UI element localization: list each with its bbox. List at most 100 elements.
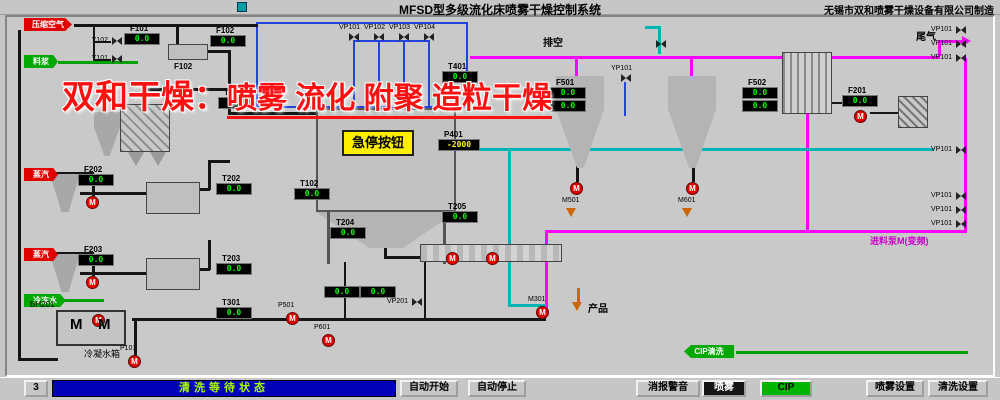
pipe xyxy=(624,82,626,116)
text-label: 冷凝水箱 xyxy=(84,349,121,359)
heat-exchanger xyxy=(146,182,200,214)
pump-m[interactable]: M xyxy=(86,196,99,209)
text-label: M xyxy=(98,316,111,333)
pipe xyxy=(692,166,695,182)
pump-P501[interactable]: M xyxy=(286,312,299,325)
pipe xyxy=(92,255,95,279)
valve-label: VP101 xyxy=(930,26,952,33)
display-label: T101 xyxy=(224,88,243,97)
pump-m[interactable]: M xyxy=(854,110,867,123)
small-cyclone-vessel xyxy=(94,112,120,156)
button-自动停止[interactable]: 自动停止 xyxy=(468,380,526,397)
pump-m[interactable]: M xyxy=(86,276,99,289)
valve-Y102[interactable] xyxy=(112,37,122,45)
pipe xyxy=(208,160,230,163)
display-label: F501 xyxy=(556,78,575,87)
emergency-stop-button[interactable]: 急停按钮 xyxy=(342,130,414,156)
pipe xyxy=(545,232,548,308)
valve-label: VP103 xyxy=(389,24,411,31)
display-label: T401 xyxy=(448,62,467,71)
valve-VP101[interactable] xyxy=(349,33,359,41)
button-消报警音[interactable]: 消报警音 xyxy=(636,380,700,397)
valve-VP101[interactable] xyxy=(956,54,966,62)
valve-VP103[interactable] xyxy=(399,33,409,41)
display-label: F202 xyxy=(84,165,103,174)
valve-VP104[interactable] xyxy=(424,33,434,41)
button-清洗设置[interactable]: 清洗设置 xyxy=(928,380,988,397)
valve-VP101[interactable] xyxy=(956,220,966,228)
display-label: F201 xyxy=(848,86,867,95)
pump-m[interactable]: M xyxy=(486,252,499,265)
pipe xyxy=(144,88,147,104)
pump-M501[interactable]: M xyxy=(570,182,583,195)
pipe xyxy=(832,102,842,104)
display-label: T205 xyxy=(448,202,467,211)
button-喷雾设置[interactable]: 喷雾设置 xyxy=(866,380,924,397)
text-label: 尾气 xyxy=(916,32,936,43)
valve-Y101[interactable] xyxy=(112,55,122,63)
pipe xyxy=(144,88,230,91)
pump-m[interactable]: M xyxy=(92,314,105,327)
valve-VP101[interactable] xyxy=(956,26,966,34)
display-value: 0.0 xyxy=(550,100,586,112)
valve-VP101[interactable] xyxy=(956,40,966,48)
pipe xyxy=(378,40,380,106)
text-label: BH201 xyxy=(30,300,55,309)
pipe xyxy=(18,30,21,360)
flow-arrow xyxy=(566,208,576,217)
button-自动开始[interactable]: 自动开始 xyxy=(400,380,458,397)
pump-M601[interactable]: M xyxy=(686,182,699,195)
pump-m[interactable]: M xyxy=(446,252,459,265)
pump-label: M301 xyxy=(528,296,546,303)
display-label: F102 xyxy=(216,26,235,35)
display-T205: 0.0 xyxy=(442,211,478,223)
display-label: T204 xyxy=(336,218,355,227)
pump-M301[interactable]: M xyxy=(536,306,549,319)
valve-YP101[interactable] xyxy=(621,74,631,82)
pump-P101[interactable]: M xyxy=(128,355,141,368)
button-CIP[interactable]: CIP xyxy=(760,380,812,397)
valve-VP101[interactable] xyxy=(956,206,966,214)
display-label: F502 xyxy=(748,78,767,87)
text-label: 进料泵M(变频) xyxy=(870,236,929,246)
pipe xyxy=(95,59,111,61)
pipe xyxy=(424,262,426,318)
text-label: M xyxy=(70,316,83,333)
text-label: F102 xyxy=(174,62,193,71)
pipe-tag: 冷冻水 xyxy=(24,294,66,307)
pipe xyxy=(95,41,111,43)
valve-label: Y102 xyxy=(91,37,108,44)
valve-label: VP101 xyxy=(930,206,952,213)
valve-VP101[interactable] xyxy=(956,146,966,154)
flow-arrow xyxy=(572,302,582,311)
pipe xyxy=(510,148,934,151)
pipe xyxy=(384,256,422,259)
valve-unnamed[interactable] xyxy=(656,40,666,48)
button-喷雾[interactable]: 喷雾 xyxy=(702,380,746,397)
valve-label: VP101 xyxy=(339,24,361,31)
pipe xyxy=(645,26,660,29)
bag-filter-vessel xyxy=(120,104,170,152)
pipe xyxy=(353,40,430,42)
pipe-tag: 蒸汽 xyxy=(24,168,58,181)
pipe xyxy=(508,148,511,306)
pipe xyxy=(80,192,146,195)
valve-VP102[interactable] xyxy=(374,33,384,41)
pump-P601[interactable]: M xyxy=(322,334,335,347)
flow-arrow xyxy=(962,36,971,46)
valve-VP101[interactable] xyxy=(956,192,966,200)
display-T101: 0.0 xyxy=(218,97,254,109)
pipe xyxy=(228,50,231,112)
pipe xyxy=(690,58,693,78)
display-F203: 0.0 xyxy=(78,254,114,266)
feed-funnel xyxy=(50,254,80,292)
page-number-button[interactable]: 3 xyxy=(24,380,48,397)
pipe xyxy=(134,321,137,357)
display-value: 0.0 xyxy=(742,100,778,112)
pipe xyxy=(403,40,405,106)
pipe-tag: 压缩空气 xyxy=(24,18,72,31)
pipe xyxy=(42,252,94,255)
valve-VP201[interactable] xyxy=(412,298,422,306)
pump-label: P501 xyxy=(278,302,295,309)
